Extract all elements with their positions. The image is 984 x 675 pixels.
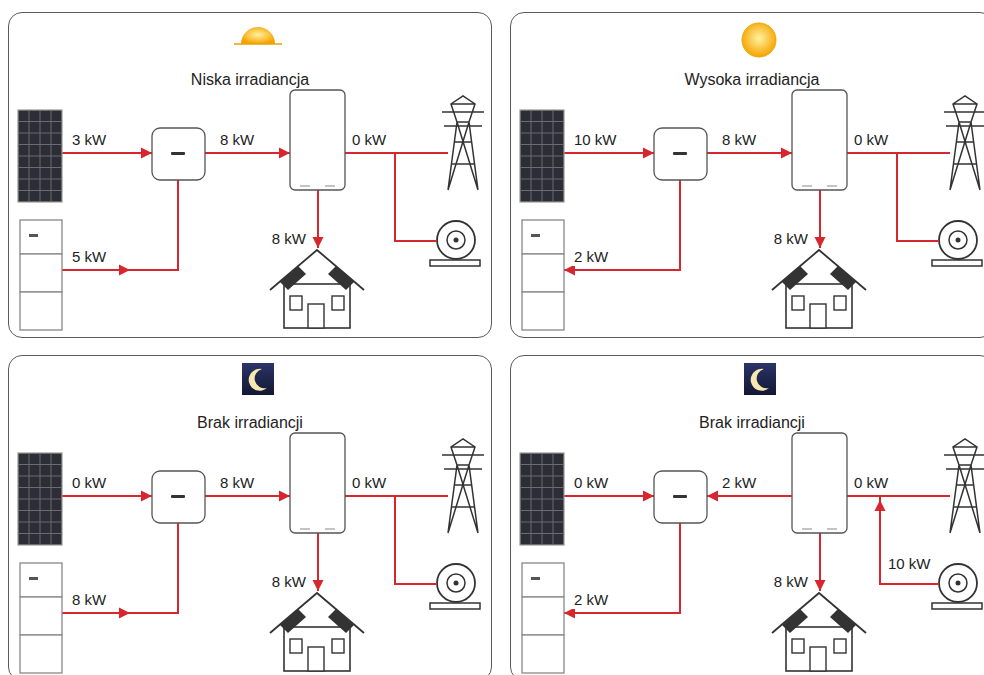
- power-value: 0 kW: [852, 131, 890, 149]
- power-value: 2 kW: [572, 248, 610, 266]
- arrowhead: [564, 265, 575, 276]
- sunrise-icon: [241, 27, 275, 44]
- power-value: 8 kW: [70, 591, 108, 609]
- arrowhead: [279, 148, 290, 159]
- power-value: 8 kW: [270, 230, 308, 248]
- generator-wire: [395, 153, 437, 241]
- scenario-title: Brak irradiancji: [511, 413, 984, 433]
- arrowhead: [643, 491, 654, 502]
- moon-icon: [242, 363, 274, 395]
- arrowhead: [815, 237, 826, 248]
- arrowhead: [707, 491, 718, 502]
- moon-crescent: [751, 369, 769, 391]
- arrowhead: [141, 148, 152, 159]
- power-value: 10 kW: [572, 131, 619, 149]
- power-value: 8 kW: [218, 474, 256, 492]
- scenario-panel: Wysoka irradiancja: [510, 12, 984, 338]
- arrowhead: [875, 500, 886, 511]
- system-drawing: [18, 90, 484, 330]
- panel-art: [520, 23, 984, 330]
- scenario-title: Niska irradiancja: [9, 70, 491, 90]
- generator-wire: [897, 153, 939, 241]
- power-value: 8 kW: [772, 230, 810, 248]
- power-value: 2 kW: [720, 474, 758, 492]
- arrowhead: [564, 608, 575, 619]
- arrowhead: [313, 237, 324, 248]
- power-value: 8 kW: [218, 131, 256, 149]
- system-drawing: [520, 90, 984, 330]
- power-value: 8 kW: [270, 573, 308, 591]
- scenario-title: Brak irradiancji: [9, 413, 491, 433]
- power-value: 8 kW: [772, 573, 810, 591]
- power-value: 2 kW: [572, 591, 610, 609]
- scenario-panel: Niska irradiancja: [8, 12, 492, 338]
- power-value: 10 kW: [886, 555, 933, 573]
- generator-wire: [395, 496, 437, 584]
- arrowhead: [119, 608, 130, 619]
- power-value: 0 kW: [572, 474, 610, 492]
- panel-art: [520, 363, 984, 673]
- generator-wire: [880, 496, 939, 584]
- power-value: 0 kW: [852, 474, 890, 492]
- sun-icon: [742, 23, 776, 57]
- moon-crescent: [249, 369, 267, 391]
- scenario-title: Wysoka irradiancja: [511, 70, 984, 90]
- arrowhead: [119, 265, 130, 276]
- power-value: 0 kW: [70, 474, 108, 492]
- arrowhead: [643, 148, 654, 159]
- arrowhead: [279, 491, 290, 502]
- scenario-panel: Brak irradiancji: [510, 355, 984, 675]
- power-value: 8 kW: [720, 131, 758, 149]
- moon-icon: [744, 363, 776, 395]
- system-drawing: [18, 433, 484, 673]
- system-drawing: [520, 433, 984, 673]
- scenario-panel: Brak irradiancji: [8, 355, 492, 675]
- arrowhead: [141, 491, 152, 502]
- power-value: 5 kW: [70, 248, 108, 266]
- arrowhead: [815, 580, 826, 591]
- power-value: 0 kW: [350, 131, 388, 149]
- power-value: 0 kW: [350, 474, 388, 492]
- arrowhead: [313, 580, 324, 591]
- panel-art: [18, 363, 484, 673]
- arrowhead: [781, 148, 792, 159]
- power-value: 3 kW: [70, 131, 108, 149]
- horizon-line: [234, 43, 282, 45]
